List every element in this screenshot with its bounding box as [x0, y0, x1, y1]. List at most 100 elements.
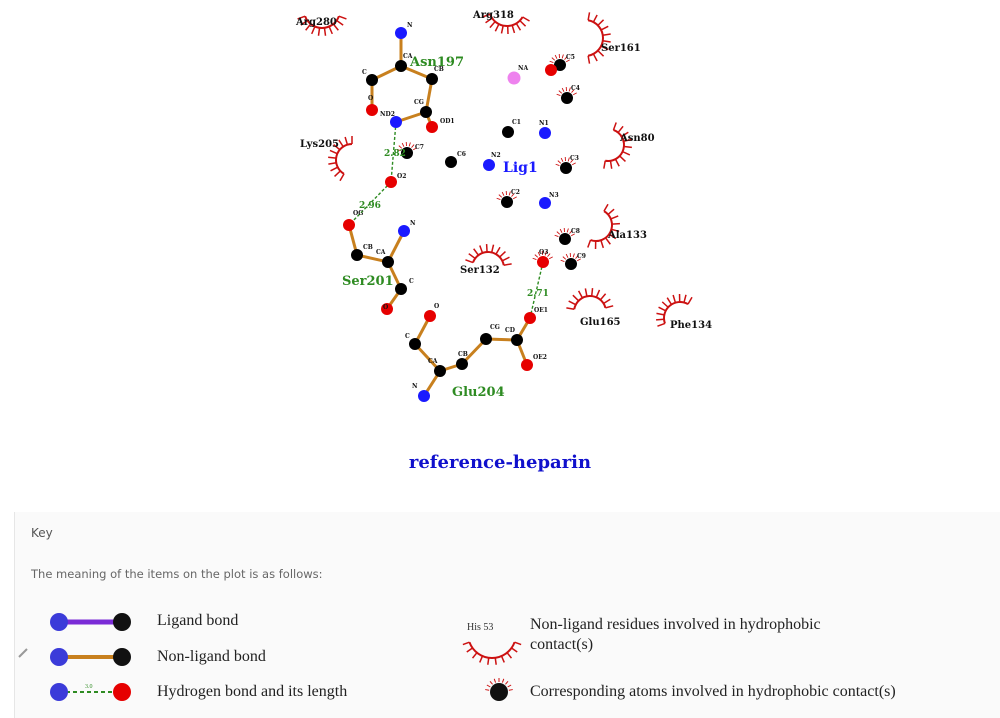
arc-asn80 — [603, 122, 632, 169]
key-hydrophobic-residues-label-line2: contact(s) — [530, 636, 594, 653]
arc-arg280 — [297, 15, 347, 36]
pencil-icon — [18, 648, 28, 658]
labels-layer: Asn197 Ser201 Glu204 Lig1 Arg280 Arg318 … — [295, 10, 712, 400]
diagram-caption: reference-heparin — [408, 452, 592, 473]
key-hydrophobic-atoms-label: Corresponding atoms involved in hydropho… — [530, 683, 896, 700]
arc-glu165 — [566, 288, 614, 310]
atom-ser-o — [381, 303, 393, 315]
atom-label-lig-n1: N1 — [539, 120, 549, 127]
atom-label-ser-og: OG — [353, 210, 363, 217]
atom-label-asn-nd2: ND2 — [380, 111, 395, 118]
hydrophobic-atom-sample — [485, 678, 513, 701]
hydrophobic-residue-example-label: His 53 — [467, 622, 493, 633]
residue-label-ser161: Ser161 — [601, 43, 641, 54]
residue-label-glu204: Glu204 — [452, 385, 505, 400]
atom-label-lig-c8: C8 — [571, 228, 580, 235]
atom-ser-cb — [351, 249, 363, 261]
atom-glu-oe1 — [524, 312, 536, 324]
atom-glu-ca — [434, 365, 446, 377]
atom-label-ser-n: N — [410, 220, 416, 227]
atom-lig-n1 — [539, 127, 551, 139]
atom-asn-n — [395, 27, 407, 39]
residue-label-phe134: Phe134 — [670, 320, 712, 331]
atom-asn-o — [366, 104, 378, 116]
atom-label-lig-n2: N2 — [491, 152, 501, 159]
atom-ser-ca — [382, 256, 394, 268]
atom-label-ser-c: C — [409, 278, 414, 285]
atom-label-lig-c2: C2 — [511, 189, 520, 196]
hydrophobic-contact-marker — [396, 141, 417, 152]
atom-label-asn-o: O — [368, 95, 373, 102]
key-hbond-label: Hydrogen bond and its length — [157, 683, 348, 700]
atom-label-asn-cb: CB — [434, 66, 444, 73]
hbond-sample-length: 3.0 — [85, 684, 93, 690]
atom-label-glu-c: C — [405, 333, 410, 340]
atom-glu-cd — [511, 334, 523, 346]
atom-label-ser-o: O — [383, 304, 388, 311]
atom-asn-nd2 — [390, 116, 402, 128]
hydrophobic-contact-marker — [560, 252, 581, 263]
atom-ser-c — [395, 283, 407, 295]
key-subtitle: The meaning of the items on the plot is … — [31, 567, 323, 581]
hbond-sample: 3.0 — [50, 683, 131, 701]
atom-glu-cg — [480, 333, 492, 345]
residue-label-asn197: Asn197 — [409, 55, 464, 70]
atom-asn-cg — [420, 106, 432, 118]
hbond-length-nd2-o2: 2.82 — [384, 149, 406, 159]
atom-lig-o5 — [545, 64, 557, 76]
atom-asn-ca — [395, 60, 407, 72]
key-title: Key — [31, 526, 53, 540]
atom-lig-c6 — [445, 156, 457, 168]
atom-lig-c8 — [559, 233, 571, 245]
atom-label-glu-oe1: OE1 — [534, 307, 548, 314]
key-panel: 3.0 His 53 Key The meaning of the items … — [14, 512, 1000, 718]
atom-lig-o3 — [537, 256, 549, 268]
atom-label-glu-n: N — [412, 383, 418, 390]
atom-lig-c3 — [560, 162, 572, 174]
atom-label-glu-cb: CB — [458, 351, 468, 358]
atom-lig-na — [507, 71, 521, 85]
hydrophobic-contact-marker — [554, 227, 575, 238]
atom-lig-n2 — [483, 159, 495, 171]
atom-label-glu-cd: CD — [505, 327, 515, 334]
non-ligand-bond — [413, 342, 442, 373]
atom-label-glu-ca: CA — [428, 358, 438, 365]
residue-label-asn80: Asn80 — [619, 133, 655, 144]
atom-asn-cb — [426, 73, 438, 85]
atom-label-lig-c3: C3 — [570, 155, 579, 162]
hbonds-layer — [348, 121, 544, 319]
atom-label-lig-n3: N3 — [549, 192, 559, 199]
residue-label-arg280: Arg280 — [295, 17, 337, 28]
atom-label-glu-oe2: OE2 — [533, 354, 547, 361]
arc-arg318 — [482, 13, 530, 35]
atom-label-asn-ca: CA — [403, 53, 413, 60]
residue-label-arg318: Arg318 — [472, 10, 514, 21]
atom-label-asn-cg: CG — [414, 99, 424, 106]
residue-label-ser132: Ser132 — [460, 265, 500, 276]
hydrogen-bond — [348, 181, 392, 226]
arc-ser132 — [465, 243, 512, 266]
arc-phe134 — [656, 293, 693, 327]
residue-label-ser201: Ser201 — [342, 274, 394, 289]
hydrophobic-arcs-layer — [297, 12, 693, 327]
residue-label-ala133: Ala133 — [607, 230, 647, 241]
hydrophobic-contact-marker — [556, 86, 577, 97]
atom-label-ser-cb: CB — [363, 244, 373, 251]
ligplot-diagram: Asn197 Ser201 Glu204 Lig1 Arg280 Arg318 … — [295, 10, 712, 402]
atom-label-lig-o2: O2 — [397, 173, 406, 180]
hydrophobic-contact-marker — [496, 190, 517, 201]
atom-lig-c2 — [501, 196, 513, 208]
arc-ala133 — [587, 203, 621, 250]
atom-label-ser-ca: CA — [376, 249, 386, 256]
key-ligand-bond-label: Ligand bond — [157, 612, 239, 629]
residue-label-glu165: Glu165 — [580, 317, 621, 328]
arc-ser161 — [587, 12, 611, 64]
atom-glu-oe2 — [521, 359, 533, 371]
atom-label-lig-c7: C7 — [415, 144, 424, 151]
atom-glu-c — [409, 338, 421, 350]
ligand-label: Lig1 — [503, 160, 538, 176]
ligand-bond-sample — [50, 613, 131, 631]
atom-lig-c5 — [554, 59, 566, 71]
atom-lig-o2 — [385, 176, 397, 188]
hbond-length-o2-og: 2.96 — [359, 201, 381, 211]
